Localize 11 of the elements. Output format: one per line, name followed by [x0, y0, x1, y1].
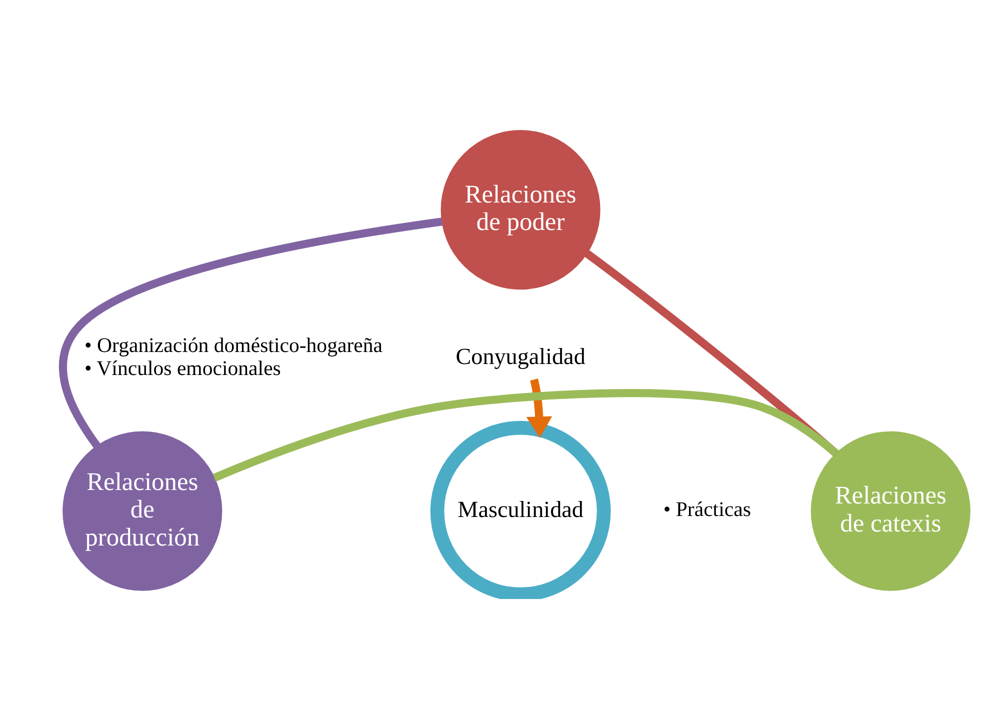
node-text: Conyugalidad — [456, 344, 586, 370]
node-circle: Relaciones de catexis — [810, 430, 970, 590]
node-circle: Relaciones de producción — [62, 430, 222, 590]
connector — [58, 217, 442, 448]
node-label: • Organización doméstico-hogareña — [84, 332, 383, 356]
node-label: • Vínculos emocionales — [84, 356, 281, 380]
node-circle: Masculinidad — [430, 420, 611, 598]
arrow — [526, 378, 552, 438]
node-label: • Prácticas — [663, 496, 751, 521]
connector — [212, 388, 839, 482]
node-circle: Relaciones de poder — [440, 130, 600, 290]
